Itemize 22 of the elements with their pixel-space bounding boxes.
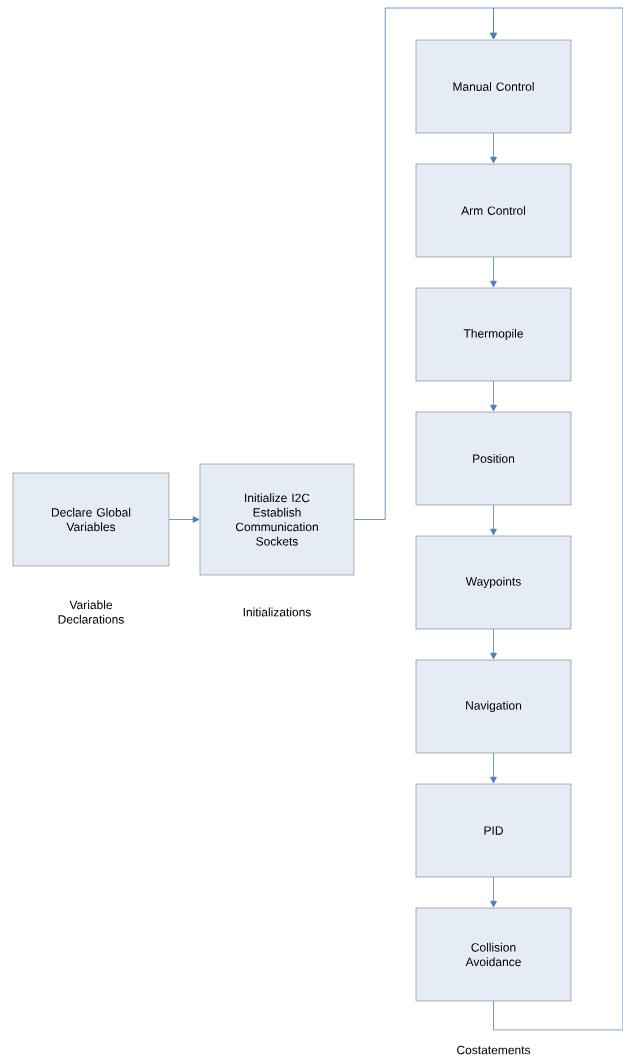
- process-box: Manual Control: [415, 39, 572, 134]
- process-box: Position: [415, 411, 572, 506]
- arrow: [490, 380, 497, 412]
- arrow: [490, 132, 497, 164]
- arrow: [168, 516, 200, 523]
- arrow: [490, 256, 497, 288]
- arrow: [490, 7, 623, 1031]
- process-box: Declare Global Variables: [12, 472, 170, 567]
- process-box: Navigation: [415, 659, 572, 754]
- process-box: Arm Control: [415, 163, 572, 258]
- process-box: PID: [415, 783, 572, 878]
- process-box: Initialize I2C Establish Communication Sockets: [199, 463, 355, 576]
- process-box: Thermopile: [415, 287, 572, 382]
- arrow: [490, 752, 497, 784]
- arrow: [490, 504, 497, 536]
- arrow: [490, 876, 497, 908]
- caption: Costatements: [457, 1045, 531, 1055]
- node-label: Initializations: [243, 607, 311, 617]
- process-box: Waypoints: [415, 535, 572, 630]
- arrow: [490, 628, 497, 660]
- node-label: Variable Declarations: [58, 600, 124, 624]
- process-box: Collision Avoidance: [415, 907, 572, 1002]
